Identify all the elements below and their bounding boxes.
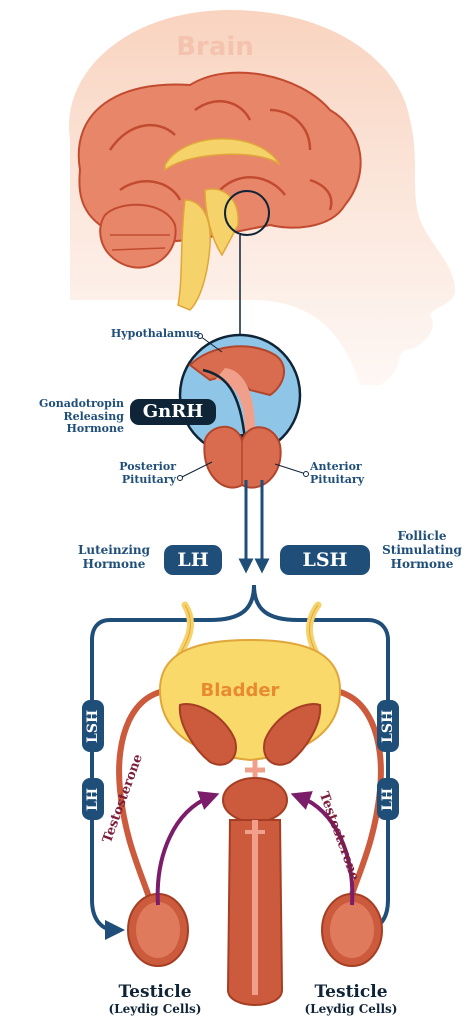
gnrh-full-line1: Gonadotropin <box>39 397 124 410</box>
gnrh-full-label: Gonadotropin Releasing Hormone <box>6 397 124 436</box>
anterior-line1: Anterior <box>310 460 362 473</box>
posterior-pituitary-label: Posterior Pituitary <box>110 460 176 486</box>
brainstem <box>177 199 211 311</box>
left-leydig-label: (Leydig Cells) <box>108 1002 202 1016</box>
fsh-full-line3: Hormone <box>390 556 454 571</box>
left-testicle-label: Testicle (Leydig Cells) <box>100 982 210 1016</box>
left-lsh-badge: LSH <box>82 700 104 752</box>
right-pathway <box>252 584 390 940</box>
left-lh-badge: LH <box>82 778 104 820</box>
bladder-label: Bladder <box>200 680 280 701</box>
right-testicle-title: Testicle <box>314 982 388 1002</box>
fsh-full-label: Follicle Stimulating Hormone <box>372 529 472 571</box>
lsh-badge: LSH <box>280 545 370 575</box>
corpus-callosum <box>164 138 281 172</box>
fsh-full-line1: Follicle <box>397 529 447 543</box>
prostate <box>222 777 288 823</box>
anterior-pituitary-label: Anterior Pituitary <box>310 460 376 486</box>
lh-badge: LH <box>164 545 222 575</box>
lh-full-label: Luteinzing Hormone <box>74 543 154 572</box>
gnrh-full-line2: Releasing Hormone <box>63 409 124 436</box>
hypothalamus-label: Hypothalamus <box>110 327 200 340</box>
gnrh-badge: GnRH <box>130 399 216 425</box>
cerebellum <box>99 203 177 269</box>
right-lh-badge: LH <box>377 778 399 820</box>
fsh-full-line2: Stimulating <box>382 542 462 557</box>
lh-full-line2: Hormone <box>82 556 146 571</box>
brain <box>77 71 362 311</box>
right-testicle-label: Testicle (Leydig Cells) <box>296 982 406 1016</box>
left-testicle-title: Testicle <box>118 982 192 1002</box>
pituitary-zoom <box>178 333 302 489</box>
right-leydig-label: (Leydig Cells) <box>304 1002 398 1016</box>
hypothalamus-region-circle <box>224 190 270 236</box>
anterior-line2: Pituitary <box>310 472 365 486</box>
left-pathway <box>90 584 256 940</box>
posterior-line2: Pituitary <box>121 472 176 486</box>
testosterone-arrow-left <box>155 791 220 906</box>
lh-full-line1: Luteinzing <box>77 543 151 557</box>
brain-title: Brain <box>176 32 254 62</box>
right-lsh-badge: LSH <box>377 700 399 752</box>
testosterone-arrow-right <box>290 791 355 906</box>
posterior-line1: Posterior <box>119 460 176 473</box>
